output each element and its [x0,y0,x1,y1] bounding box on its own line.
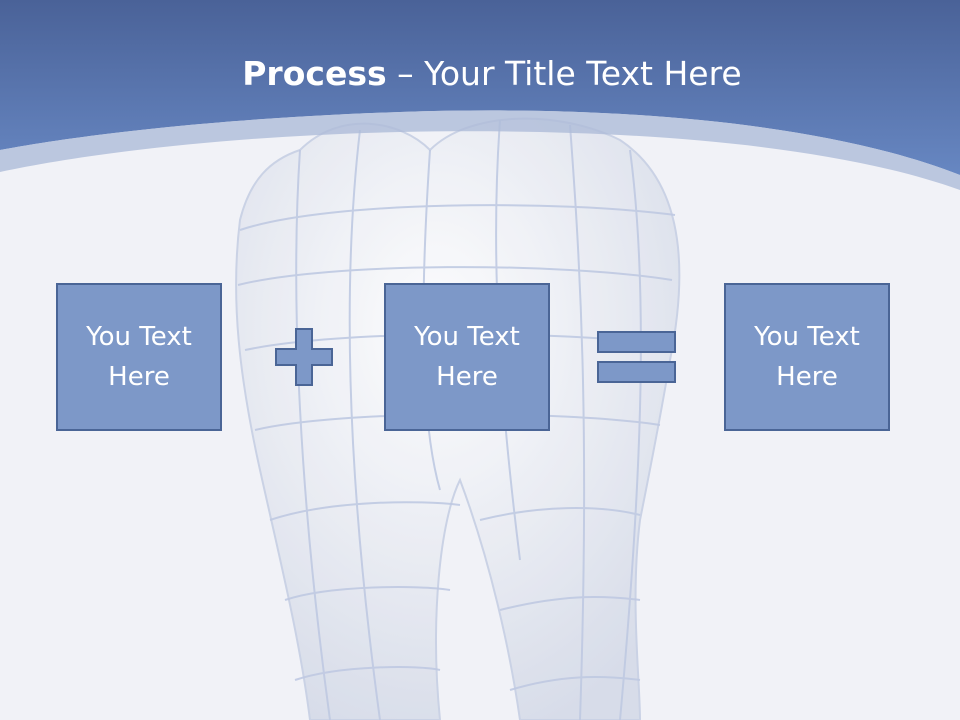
process-box-1[interactable]: You Text Here [56,283,222,431]
header-swoosh [0,110,960,190]
plus-icon [275,328,333,386]
process-box-2[interactable]: You Text Here [384,283,550,431]
process-box-2-text: You Text Here [414,322,520,392]
title-bold: Process [242,54,387,93]
equals-icon [597,331,676,383]
title-rest: – Your Title Text Here [386,54,742,93]
header-band [0,0,960,175]
process-box-1-text: You Text Here [86,322,192,392]
process-box-3[interactable]: You Text Here [724,283,890,431]
slide-title: Process – Your Title Text Here [0,52,960,96]
process-box-3-text: You Text Here [754,322,860,392]
